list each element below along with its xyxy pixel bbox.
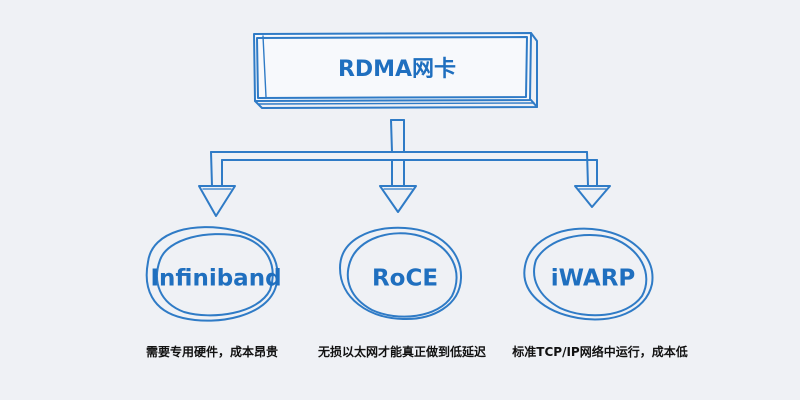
root-title: RDMA网卡 [338, 57, 456, 82]
node-ellipse-roce [339, 226, 463, 321]
caption-infiniband: 需要专用硬件，成本昂贵 [145, 345, 278, 359]
node-label-iwarp: iWARP [551, 266, 636, 292]
connector-lines [210, 119, 598, 187]
arrow-right [574, 185, 611, 208]
node-label-infiniband: Infiniband [150, 266, 281, 292]
node-ellipse-iwarp [523, 227, 654, 321]
arrow-middle [379, 185, 417, 213]
node-ellipse-infiniband [145, 226, 279, 322]
caption-roce: 无损以太网才能真正做到低延迟 [317, 345, 486, 359]
root-box [253, 32, 538, 109]
arrow-left [198, 185, 236, 217]
caption-iwarp: 标准TCP/IP网络中运行，成本低 [512, 345, 688, 359]
node-label-roce: RoCE [372, 266, 438, 292]
arrowheads [198, 185, 611, 217]
